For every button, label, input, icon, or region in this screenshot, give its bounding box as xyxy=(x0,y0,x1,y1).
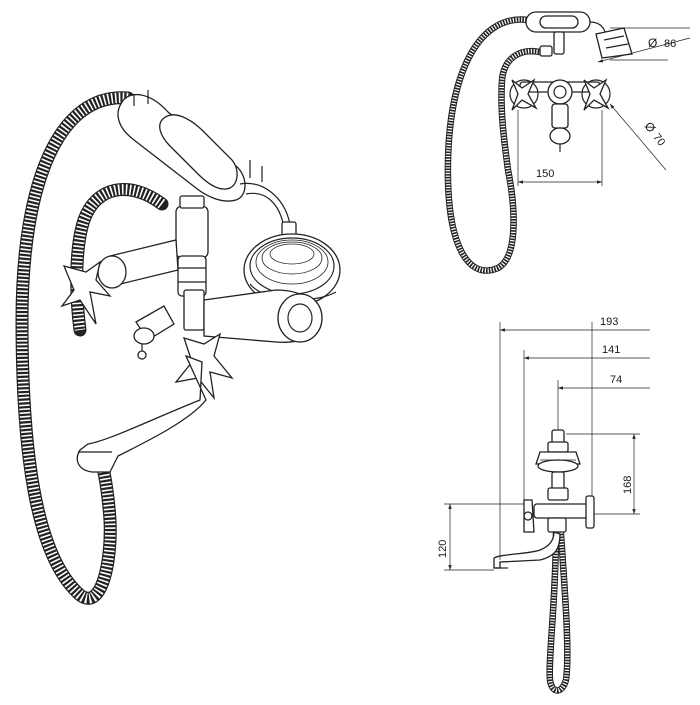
perspective-shower-head xyxy=(239,182,341,307)
perspective-handset xyxy=(117,90,263,202)
side-view: 193 141 74 168 120 xyxy=(437,316,650,694)
dim-head-offset: 74 xyxy=(610,374,622,386)
dim-total-projection: 193 xyxy=(600,316,618,328)
dim-handle-label: Ø 70 xyxy=(642,119,668,148)
dim-head-height: 168 xyxy=(622,476,634,494)
dim-shower-head-diameter: 86 xyxy=(664,38,676,50)
svg-text:Ø: Ø xyxy=(642,119,659,135)
perspective-handles xyxy=(60,260,234,401)
dim-spout-height: 120 xyxy=(437,540,449,558)
dim-handle-diameter: 70 xyxy=(650,131,667,148)
perspective-valve-body xyxy=(97,195,323,360)
top-view: 150 Ø 86 Ø 70 xyxy=(444,11,691,274)
perspective-hose xyxy=(15,91,169,605)
svg-text:Ø: Ø xyxy=(648,36,657,50)
dim-shower-projection: 141 xyxy=(602,344,620,356)
perspective-spout xyxy=(76,354,207,473)
perspective-view xyxy=(15,90,341,605)
dim-shower-head-label: Ø 86 xyxy=(648,36,676,50)
dim-center-spacing: 150 xyxy=(536,168,554,180)
